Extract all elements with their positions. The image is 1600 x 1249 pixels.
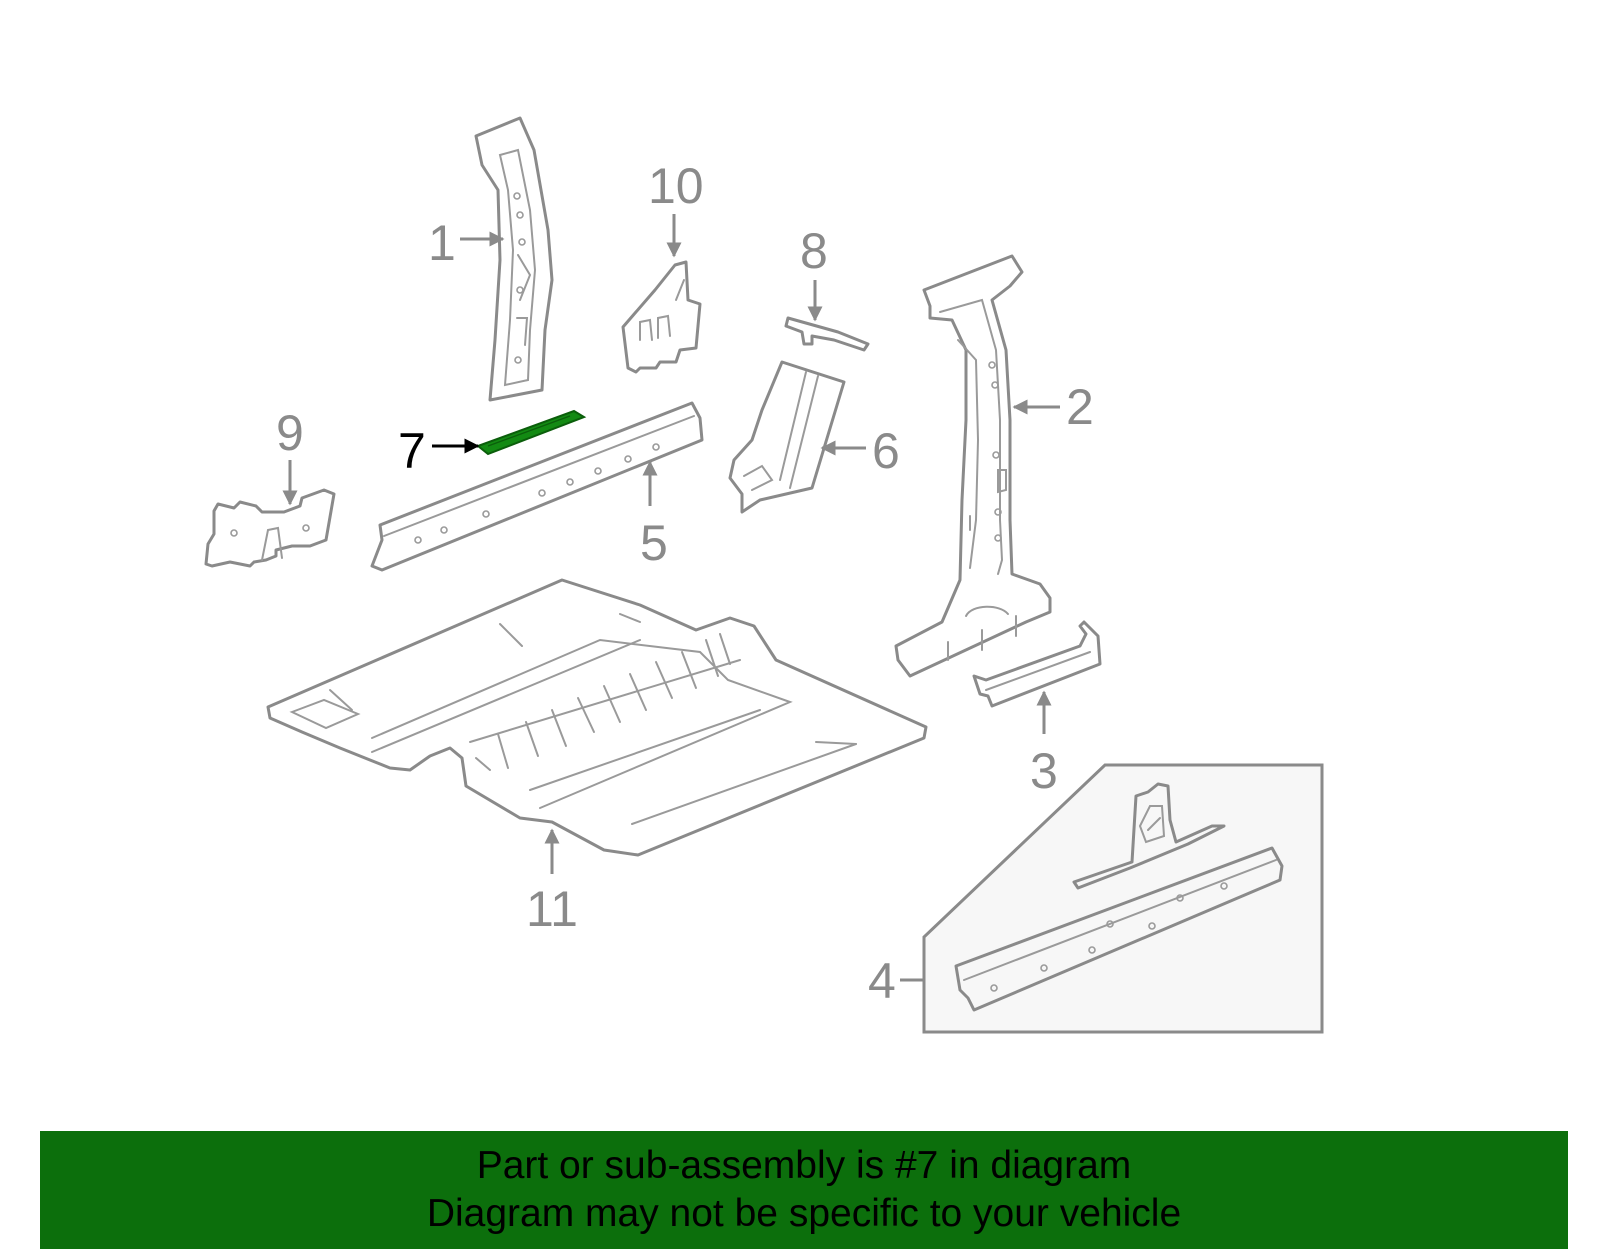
part-4-inset[interactable] bbox=[922, 763, 1324, 1034]
part-1-pillar[interactable] bbox=[474, 116, 554, 402]
part-6-pillar-trim[interactable] bbox=[728, 360, 846, 514]
part-5-rocker-reinforcement[interactable] bbox=[370, 401, 704, 572]
part-8-bracket[interactable] bbox=[784, 316, 870, 352]
part-3-bracket[interactable] bbox=[972, 620, 1102, 708]
part-2-center-pillar[interactable] bbox=[894, 254, 1052, 678]
banner-line-2: Diagram may not be specific to your vehi… bbox=[426, 1192, 1182, 1235]
info-banner: Part or sub-assembly is #7 in diagram Di… bbox=[40, 1131, 1568, 1249]
callout-4: 4 bbox=[868, 953, 896, 1009]
callout-5: 5 bbox=[640, 515, 668, 571]
callout-3: 3 bbox=[1030, 743, 1058, 799]
callout-9: 9 bbox=[276, 405, 304, 461]
part-10-bracket[interactable] bbox=[621, 260, 702, 374]
callout-7: 7 bbox=[398, 423, 426, 479]
inset-rocker bbox=[954, 846, 1284, 1012]
inset-pillar bbox=[1072, 782, 1226, 890]
callout-6: 6 bbox=[872, 423, 900, 479]
callout-2: 2 bbox=[1066, 379, 1094, 435]
callout-1: 1 bbox=[428, 215, 456, 271]
part-7-highlighted[interactable] bbox=[475, 409, 587, 456]
part-9-reinforcement[interactable] bbox=[204, 488, 336, 568]
floor-ribs bbox=[497, 633, 731, 769]
callout-8: 8 bbox=[800, 223, 828, 279]
banner-line-1: Part or sub-assembly is #7 in diagram bbox=[476, 1144, 1132, 1187]
callout-10: 10 bbox=[648, 158, 704, 214]
part-11-floor-pan[interactable] bbox=[266, 578, 928, 857]
callout-11: 11 bbox=[526, 881, 578, 937]
